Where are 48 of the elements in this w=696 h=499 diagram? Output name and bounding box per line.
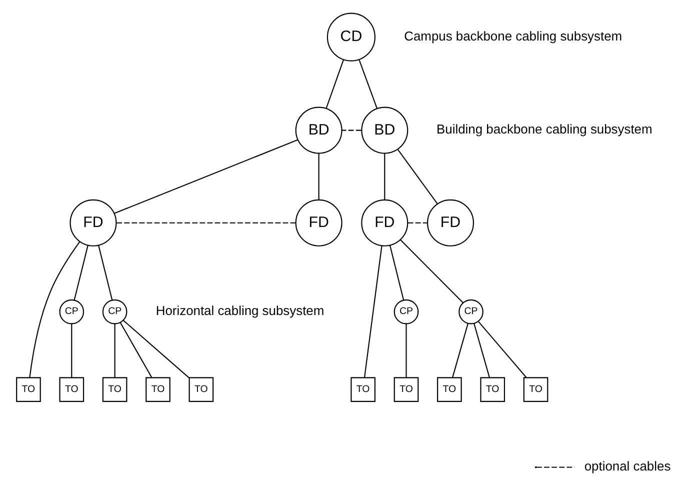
connector bbox=[407, 222, 427, 223]
connector bbox=[452, 322, 468, 378]
node-box: TO bbox=[145, 376, 170, 402]
connector bbox=[358, 59, 378, 108]
node-circle: CP bbox=[58, 298, 84, 324]
node-circle: BD bbox=[294, 106, 342, 154]
connector bbox=[473, 322, 490, 378]
connector bbox=[318, 153, 319, 200]
connector bbox=[341, 129, 361, 130]
connector bbox=[400, 239, 463, 303]
connector bbox=[397, 148, 438, 204]
node-box: TO bbox=[188, 376, 214, 402]
connector bbox=[478, 320, 526, 378]
connector bbox=[114, 138, 298, 214]
connector bbox=[388, 244, 404, 300]
node-box: TO bbox=[16, 376, 40, 402]
node-box: TO bbox=[58, 376, 84, 402]
node-circle: FD bbox=[294, 198, 342, 246]
connector bbox=[384, 153, 385, 200]
connector bbox=[363, 245, 382, 378]
node-circle: CP bbox=[393, 298, 418, 324]
node-circle: CP bbox=[102, 298, 127, 324]
node-box: TO bbox=[522, 376, 548, 402]
connector bbox=[28, 240, 80, 377]
node-circle: FD bbox=[360, 198, 408, 246]
connector bbox=[405, 323, 406, 378]
node-box: TO bbox=[393, 376, 418, 402]
connector bbox=[70, 323, 72, 378]
connector bbox=[119, 322, 152, 378]
node-circle: FD bbox=[69, 198, 116, 246]
node-box: TO bbox=[480, 376, 505, 402]
node-circle: CP bbox=[458, 298, 483, 324]
legend-label: optional cables bbox=[584, 458, 670, 474]
node-box: TO bbox=[436, 376, 462, 402]
node-circle: CD bbox=[326, 12, 375, 61]
label: Horizontal cabling subsystem bbox=[155, 302, 324, 318]
node-circle: BD bbox=[360, 106, 408, 154]
connector bbox=[116, 222, 296, 223]
node-box: TO bbox=[350, 376, 375, 402]
connector bbox=[114, 323, 115, 378]
label: Campus backbone cabling subsystem bbox=[404, 28, 622, 43]
connector bbox=[98, 244, 112, 300]
connector bbox=[325, 59, 344, 108]
connector bbox=[122, 320, 189, 378]
node-box: TO bbox=[102, 376, 127, 402]
label: Building backbone cabling subsystem bbox=[436, 121, 652, 136]
connector bbox=[73, 244, 88, 300]
node-circle: FD bbox=[426, 198, 474, 246]
